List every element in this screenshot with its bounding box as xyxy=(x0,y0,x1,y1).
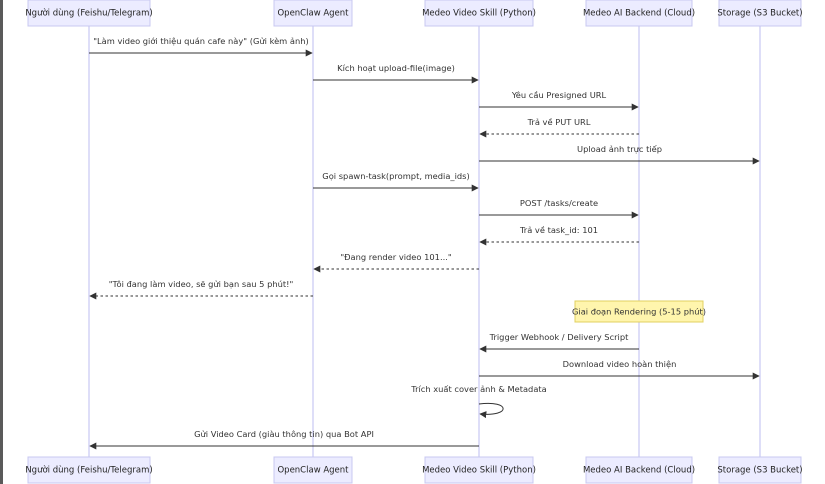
actor-label: Người dùng (Feishu/Telegram) xyxy=(25,8,152,19)
message-10: "Tôi đang làm video, sẽ gửi bạn sau 5 ph… xyxy=(89,279,313,300)
message-4: Trả về PUT URL xyxy=(479,117,639,138)
actor-box xyxy=(273,0,353,27)
actor-box xyxy=(27,0,151,27)
actor-box xyxy=(585,456,693,484)
message-11: Trigger Webhook / Delivery Script xyxy=(479,332,639,353)
actor-user-bottom: Người dùng (Feishu/Telegram) xyxy=(25,456,153,484)
actor-label: Medeo AI Backend (Cloud) xyxy=(583,466,695,476)
message-label: Download video hoàn thiện xyxy=(563,359,677,369)
message-label: Trigger Webhook / Delivery Script xyxy=(489,332,630,342)
message-3: Yêu cầu Presigned URL xyxy=(479,90,639,111)
actor-label: OpenClaw Agent xyxy=(277,466,349,476)
message-label: Kích hoạt upload-file(image) xyxy=(337,63,455,74)
message-label: Trả về PUT URL xyxy=(527,117,591,127)
note-box xyxy=(574,300,704,323)
message-label: Gửi Video Card (giàu thông tin) qua Bot … xyxy=(194,429,374,439)
actor-label: Storage (S3 Bucket) xyxy=(717,466,802,476)
message-8: Trả về task_id: 101 xyxy=(479,225,639,246)
message-6: Gọi spawn-task(prompt, media_ids) xyxy=(313,171,479,192)
actor-box xyxy=(424,456,534,484)
actor-box xyxy=(424,0,534,27)
self-message-arrow xyxy=(478,402,504,419)
actor-label: Người dùng (Feishu/Telegram) xyxy=(25,465,152,476)
note-rendering-phase: Giai đoạn Rendering (5-15 phút) xyxy=(572,300,706,323)
message-label: Trả về task_id: 101 xyxy=(519,225,598,235)
message-13: Trích xuất cover ảnh & Metadata xyxy=(410,384,547,419)
message-2: Kích hoạt upload-file(image) xyxy=(313,63,479,84)
message-label: "Làm video giới thiệu quán cafe này" (Gử… xyxy=(93,36,309,46)
actor-label: Medeo Video Skill (Python) xyxy=(422,9,536,19)
message-5: Upload ảnh trực tiếp xyxy=(479,144,760,165)
message-label: "Tôi đang làm video, sẽ gửi bạn sau 5 ph… xyxy=(109,279,294,290)
actor-box xyxy=(718,0,802,27)
actor-box xyxy=(27,456,151,484)
message-label: Upload ảnh trực tiếp xyxy=(577,144,662,155)
message-label: Trích xuất cover ảnh & Metadata xyxy=(410,384,547,394)
message-label: Yêu cầu Presigned URL xyxy=(511,90,607,100)
actor-label: Medeo AI Backend (Cloud) xyxy=(583,9,695,19)
actor-agent-bottom: OpenClaw Agent xyxy=(273,456,353,484)
message-7: POST /tasks/create xyxy=(479,198,639,219)
actor-label: Storage (S3 Bucket) xyxy=(717,9,802,19)
actor-user-top: Người dùng (Feishu/Telegram) xyxy=(25,0,153,27)
window-left-edge xyxy=(0,0,3,484)
actor-label: OpenClaw Agent xyxy=(277,9,349,19)
actor-storage-bottom: Storage (S3 Bucket) xyxy=(717,456,803,484)
message-14: Gửi Video Card (giàu thông tin) qua Bot … xyxy=(89,429,479,450)
actor-box xyxy=(585,0,693,27)
message-9: "Đang render video 101..." xyxy=(313,252,479,273)
message-label: POST /tasks/create xyxy=(520,198,598,208)
message-1: "Làm video giới thiệu quán cafe này" (Gử… xyxy=(89,36,313,57)
actor-skill-top: Medeo Video Skill (Python) xyxy=(422,0,536,27)
message-label: Gọi spawn-task(prompt, media_ids) xyxy=(322,171,469,181)
note-label: Giai đoạn Rendering (5-15 phút) xyxy=(572,307,706,318)
actor-skill-bottom: Medeo Video Skill (Python) xyxy=(422,456,536,484)
actor-backend-bottom: Medeo AI Backend (Cloud) xyxy=(583,456,695,484)
actor-agent-top: OpenClaw Agent xyxy=(273,0,353,27)
actor-storage-top: Storage (S3 Bucket) xyxy=(717,0,803,27)
message-12: Download video hoàn thiện xyxy=(479,359,760,380)
actor-box xyxy=(273,456,353,484)
actor-box xyxy=(718,456,802,484)
message-label: "Đang render video 101..." xyxy=(340,252,452,262)
actor-label: Medeo Video Skill (Python) xyxy=(422,466,536,476)
actor-backend-top: Medeo AI Backend (Cloud) xyxy=(583,0,695,27)
